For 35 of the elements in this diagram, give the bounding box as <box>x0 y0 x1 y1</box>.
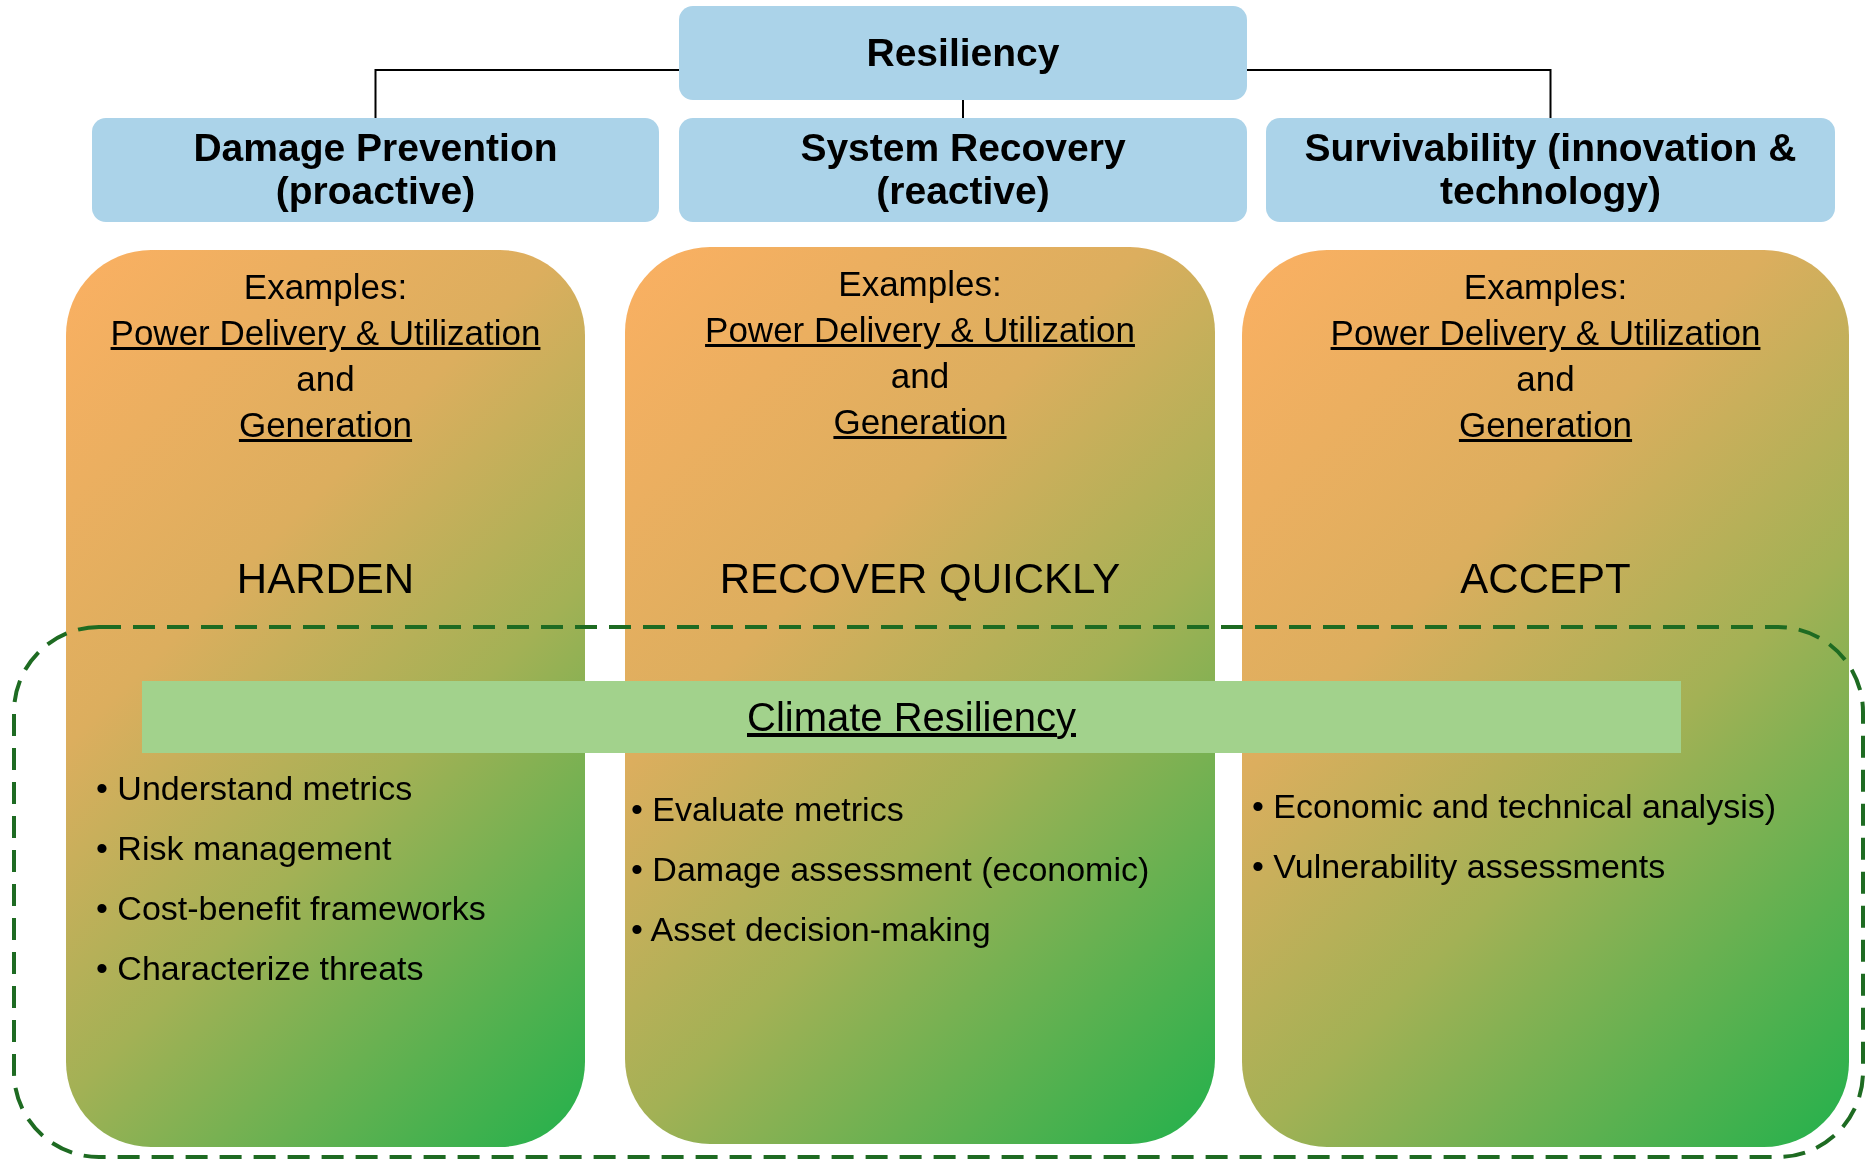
example-card <box>1242 250 1849 1147</box>
link-text: Generation <box>238 405 413 444</box>
bullet-item: • Characterize threats <box>96 949 424 987</box>
bullet-item: • Damage assessment (economic) <box>631 850 1150 888</box>
example-card <box>66 250 585 1147</box>
card-text: Examples: <box>838 264 1002 303</box>
bullet-item: • Evaluate metrics <box>631 790 904 828</box>
link-text: Power Delivery & Utilization <box>110 313 541 352</box>
bullet-item: • Cost-benefit frameworks <box>96 889 486 927</box>
connector-line <box>962 99 964 119</box>
action-heading: HARDEN <box>236 555 415 602</box>
category-box: Survivability (innovation & technology) <box>1266 118 1835 222</box>
card-text: Examples: <box>243 267 408 306</box>
bullet-item: • Understand metrics <box>96 769 413 807</box>
link-text: Power Delivery & Utilization <box>705 310 1135 349</box>
link-text: Power Delivery & Utilization <box>1330 313 1761 352</box>
link-text: Generation <box>1458 405 1633 444</box>
card-text: and <box>1516 359 1575 398</box>
link-text: Generation <box>833 402 1007 441</box>
category-box: System Recovery (reactive) <box>679 118 1247 222</box>
card-text: and <box>890 356 950 395</box>
banner-bar: Climate Resiliency <box>142 681 1681 753</box>
bullet-item: • Risk management <box>96 829 392 867</box>
connector-line <box>374 68 680 119</box>
card-text: and <box>296 359 355 398</box>
connector-line <box>1246 68 1552 119</box>
bullet-item: • Vulnerability assessments <box>1252 847 1666 885</box>
action-heading: ACCEPT <box>1460 555 1631 602</box>
category-box: Resiliency <box>679 6 1247 100</box>
example-card <box>625 247 1215 1144</box>
bullet-item: • Economic and technical analysis) <box>1252 787 1777 825</box>
category-box: Damage Prevention (proactive) <box>92 118 659 222</box>
card-text: Examples: <box>1463 267 1628 306</box>
action-heading: RECOVER QUICKLY <box>719 555 1121 602</box>
bullet-item: • Asset decision-making <box>631 910 991 948</box>
